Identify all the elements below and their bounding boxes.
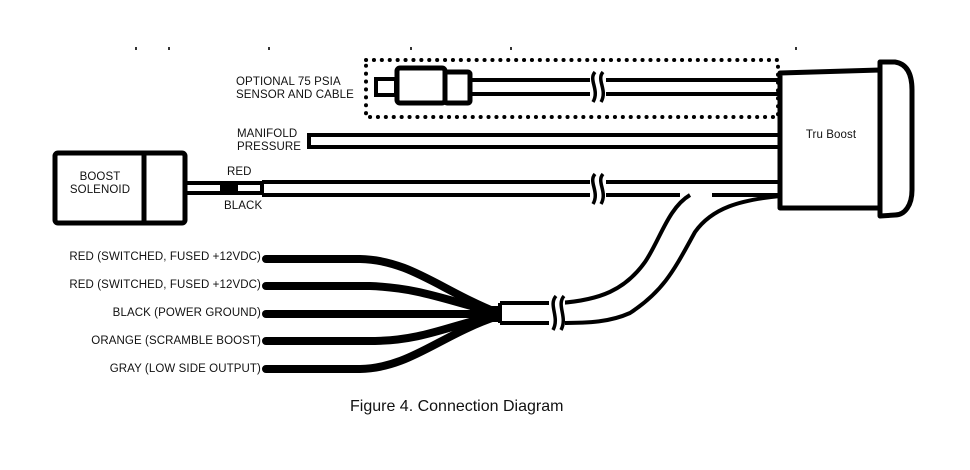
harness-wire-label: BLACK (POWER GROUND) xyxy=(112,307,261,319)
harness-bundle xyxy=(470,306,498,322)
solenoid-wires xyxy=(185,181,264,195)
clipped-text-fragment xyxy=(168,47,170,50)
tru-boost-gauge xyxy=(777,59,915,219)
boost-solenoid-label: BOOST SOLENOID xyxy=(58,171,142,197)
manifold-pressure-label-line2: PRESSURE xyxy=(237,141,302,153)
cable-break-symbol xyxy=(590,172,606,205)
harness-wire-label: RED (SWITCHED, FUSED +12VDC) xyxy=(69,279,261,291)
solenoid-cable xyxy=(262,180,780,197)
optional-sensor-label-line2: SENSOR AND CABLE xyxy=(236,89,354,101)
optional-sensor-label-line1: OPTIONAL 75 PSIA xyxy=(236,76,341,88)
sensor-tip xyxy=(374,77,398,97)
harness-wire-label: RED (SWITCHED, FUSED +12VDC) xyxy=(69,251,261,263)
clipped-text-fragment xyxy=(795,47,797,50)
manifold-pressure-label-line1: MANIFOLD xyxy=(237,128,298,140)
harness-cable xyxy=(498,193,781,325)
optional-sensor-label: OPTIONAL 75 PSIA SENSOR AND CABLE xyxy=(236,76,354,102)
optional-sensor xyxy=(374,65,473,106)
sensor-body xyxy=(394,65,448,106)
cable-break-symbol xyxy=(549,294,566,331)
boost-solenoid-label-line2: SOLENOID xyxy=(69,184,131,196)
sensor-cable xyxy=(470,78,780,96)
clipped-text-fragment xyxy=(510,47,512,50)
boost-solenoid-label-line1: BOOST xyxy=(79,171,121,183)
tru-boost-label: Tru Boost xyxy=(805,129,857,141)
boost-solenoid xyxy=(52,150,188,226)
harness-wire-label: GRAY (LOW SIDE OUTPUT) xyxy=(109,363,261,375)
figure-caption: Figure 4. Connection Diagram xyxy=(350,398,564,415)
manifold-pressure-label: MANIFOLD PRESSURE xyxy=(237,128,301,154)
solenoid-wire-black-label: BLACK xyxy=(224,200,263,212)
clipped-text-fragment xyxy=(268,47,270,50)
sensor-collar xyxy=(442,69,473,106)
harness-wire-label: ORANGE (SCRAMBLE BOOST) xyxy=(91,335,261,347)
clipped-text-fragment xyxy=(135,47,137,50)
harness-wire-fan xyxy=(262,255,502,373)
cable-break-symbol xyxy=(590,70,606,103)
solenoid-wire-red-label: RED xyxy=(227,166,252,178)
solenoid-connector xyxy=(220,181,238,195)
harness-wire xyxy=(262,312,502,373)
manifold-pressure-hose xyxy=(307,133,780,149)
clipped-text-fragment xyxy=(410,47,412,50)
